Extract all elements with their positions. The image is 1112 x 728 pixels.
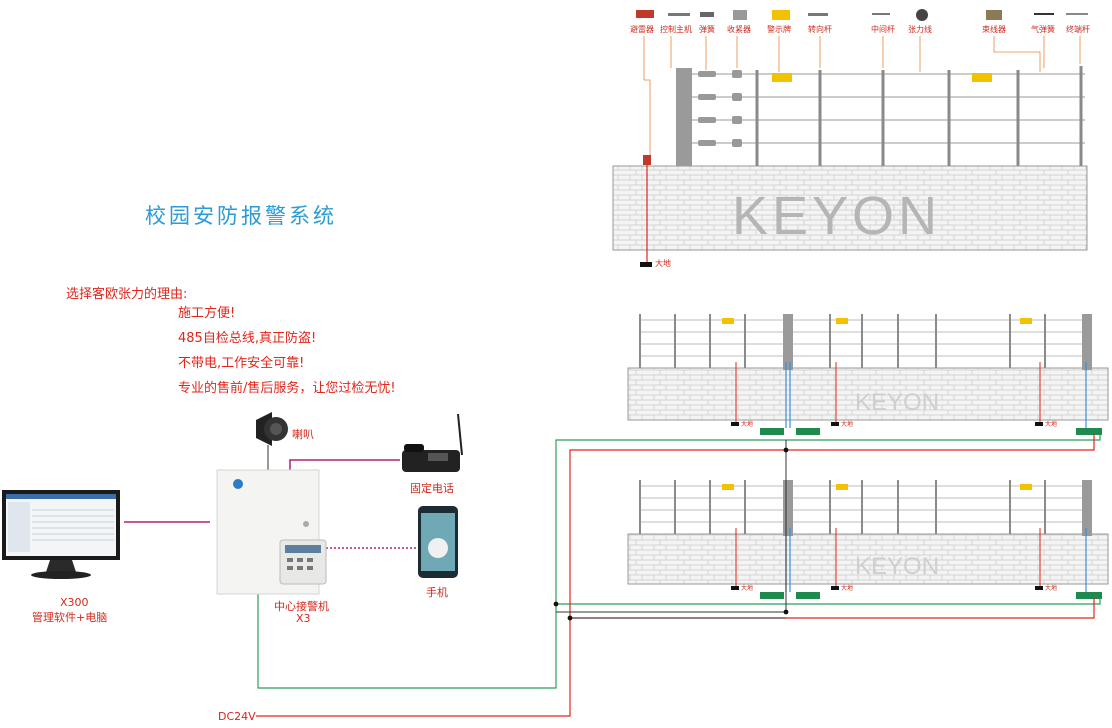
reason-item: 不带电,工作安全可靠!	[178, 356, 305, 371]
top-fence-brand: KEYON	[732, 186, 941, 246]
component-label: 束线器	[982, 25, 1006, 34]
mobile-icon	[418, 506, 458, 578]
power-label: DC24V	[218, 710, 256, 723]
top-fence: KEYON	[612, 9, 1088, 267]
pc-model: X300	[60, 596, 89, 609]
phone-label: 固定电话	[410, 482, 454, 495]
ground-label: 大地	[1045, 421, 1058, 428]
component-label: 避雷器	[630, 25, 654, 34]
middle-fence: KEYON	[627, 314, 1109, 435]
component-label: 转向杆	[808, 25, 832, 34]
host-label: 中心接警机	[274, 600, 329, 613]
component-label: 终端杆	[1066, 25, 1090, 34]
phone-icon	[402, 413, 463, 472]
alarm-host-icon	[216, 469, 327, 595]
phone-link	[289, 459, 400, 470]
page-title: 校园安防报警系统	[145, 204, 337, 228]
ground-label: 大地	[841, 421, 854, 428]
ground-label: 大地	[741, 421, 754, 428]
bottom-fence-brand: KEYON	[855, 553, 939, 580]
component-label: 张力线	[908, 25, 932, 34]
monitor-icon	[2, 490, 120, 579]
speaker-label: 喇叭	[292, 428, 314, 441]
pc-label: 管理软件+电脑	[32, 611, 108, 624]
ground-label: 大地	[741, 585, 754, 592]
speaker-icon	[256, 412, 288, 446]
reason-item: 专业的售前/售后服务，让您过检无忧!	[178, 381, 396, 396]
reason-item: 485自检总线,真正防盗!	[178, 331, 317, 346]
ground-label: 大地	[655, 259, 671, 268]
bottom-fence: KEYON	[627, 480, 1109, 599]
component-label: 收紧器	[727, 25, 751, 34]
component-label: 控制主机	[660, 25, 692, 34]
host-model: X3	[296, 612, 311, 625]
reason-item: 施工方便!	[178, 306, 236, 321]
component-label: 警示牌	[767, 25, 791, 34]
component-label: 气弹簧	[1031, 25, 1055, 34]
component-label: 弹簧	[699, 25, 715, 34]
component-label: 中间杆	[871, 25, 895, 34]
mobile-label: 手机	[426, 586, 448, 599]
ground-label: 大地	[1045, 585, 1058, 592]
reasons-heading: 选择客欧张力的理由:	[66, 287, 188, 302]
green-bus-wiring	[257, 434, 1101, 689]
middle-fence-brand: KEYON	[855, 389, 939, 416]
ground-label: 大地	[841, 585, 854, 592]
